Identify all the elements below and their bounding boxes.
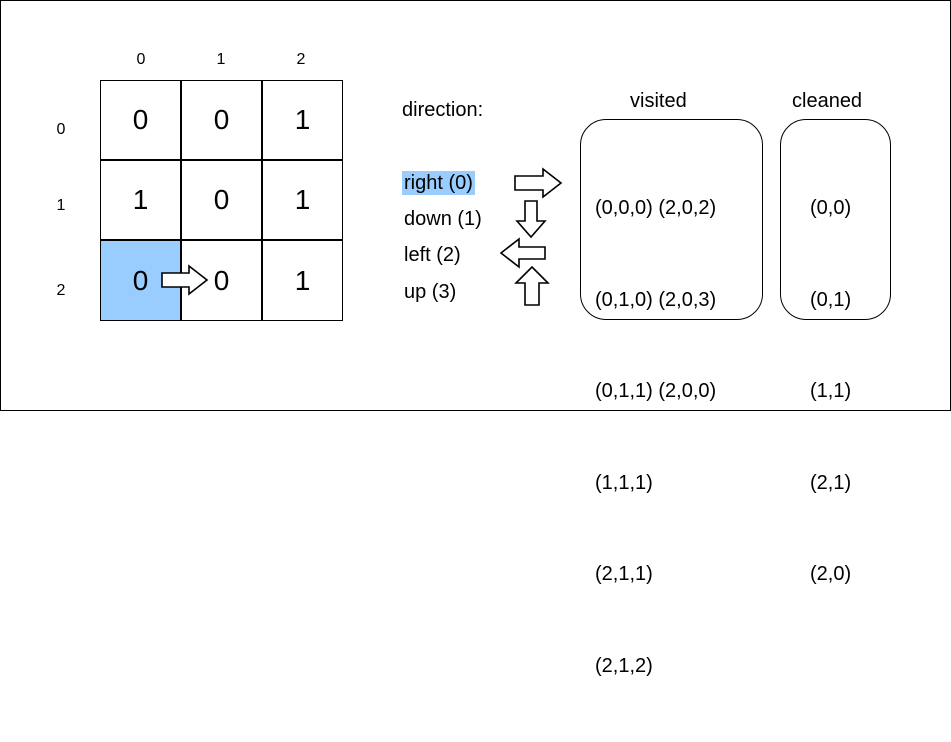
grid-map: 0 0 1 1 0 1 0 0 1 [100, 80, 343, 321]
visited-item: (2,1,2) [595, 654, 653, 677]
grid-cell-1-1: 0 [181, 160, 262, 240]
cleaned-item: (0,0) [810, 197, 852, 219]
cleaned-title: cleaned [792, 90, 863, 112]
cleaned-item: (0,1) [810, 288, 852, 311]
col-index-0: 0 [136, 51, 146, 68]
cleaned-item: (2,0) [810, 563, 852, 585]
visited-list: (0,0,0) (2,0,2) (0,1,0) (2,0,3) (0,1,1) … [595, 132, 716, 742]
diagram-frame: 0 1 2 0 1 2 0 0 1 1 0 1 0 0 1 direction:… [0, 0, 951, 677]
direction-up-label: up (3) [404, 281, 457, 303]
row-index-2: 2 [56, 282, 66, 299]
direction-left-label: left (2) [404, 244, 461, 266]
cleaned-item: (2,1) [810, 471, 852, 494]
grid-cell-0-2: 1 [262, 80, 343, 160]
grid-cell-2-2: 1 [262, 240, 343, 321]
right-arrow-icon [514, 167, 563, 199]
col-index-2: 2 [296, 51, 306, 68]
grid-cell-0-0: 0 [100, 80, 181, 160]
visited-item: (0,1,1) (2,0,0) [595, 380, 717, 402]
direction-right-label: right (0) [402, 171, 475, 195]
cleaned-list: (0,0) (0,1) (1,1) (2,1) (2,0) [810, 132, 851, 651]
visited-item: (1,1,1) [595, 471, 653, 494]
direction-title: direction: [402, 99, 484, 121]
grid-cell-1-2: 1 [262, 160, 343, 240]
down-arrow-icon [515, 200, 547, 239]
visited-item: (2,1,1) [595, 563, 653, 585]
col-index-1: 1 [216, 51, 226, 68]
grid-cell-0-1: 0 [181, 80, 262, 160]
cleaned-box [780, 119, 891, 320]
row-index-0: 0 [56, 121, 66, 138]
direction-down-label: down (1) [404, 208, 482, 230]
visited-title: visited [630, 90, 687, 112]
visited-box [580, 119, 763, 320]
grid-cell-1-0: 1 [100, 160, 181, 240]
move-right-arrow-icon [161, 264, 209, 296]
visited-item: (0,0,0) (2,0,2) [595, 197, 717, 219]
visited-item: (0,1,0) (2,0,3) [595, 288, 717, 311]
up-arrow-icon [514, 265, 550, 306]
left-arrow-icon [499, 237, 546, 269]
cleaned-item: (1,1) [810, 380, 852, 402]
row-index-1: 1 [56, 197, 66, 214]
